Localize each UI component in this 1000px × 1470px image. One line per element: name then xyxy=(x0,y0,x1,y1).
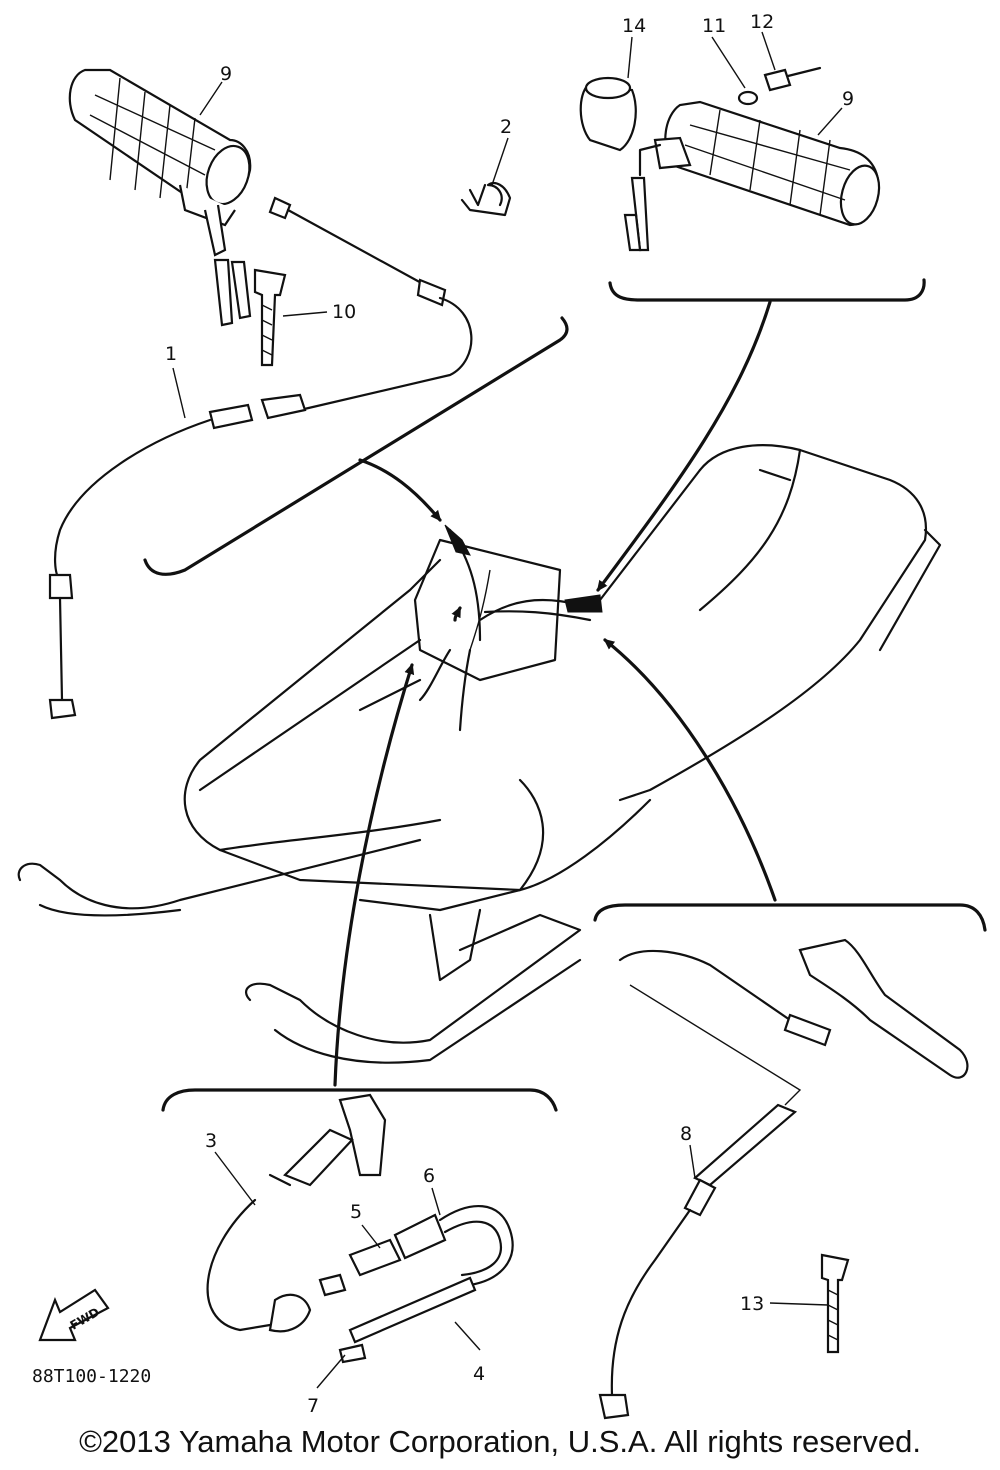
grip-right-part xyxy=(579,66,881,252)
label-part-5: 5 xyxy=(350,1201,362,1223)
leader-lines xyxy=(172,31,843,1389)
label-part-14: 14 xyxy=(622,15,646,37)
snowmobile-illustration xyxy=(17,444,942,1064)
label-part-7: 7 xyxy=(307,1395,319,1417)
label-part-2: 2 xyxy=(500,116,512,138)
label-part-9-left: 9 xyxy=(220,63,232,85)
cable-tie-part xyxy=(253,268,287,367)
choke-cable-part xyxy=(206,1093,514,1364)
pointer-arrows xyxy=(333,300,777,1087)
grip-left-part xyxy=(68,68,252,327)
label-part-13: 13 xyxy=(740,1293,764,1315)
label-part-12: 12 xyxy=(750,11,774,33)
label-part-8: 8 xyxy=(680,1123,692,1145)
figure-code: 88T100-1220 xyxy=(32,1366,151,1387)
cable-tie-small-part xyxy=(820,1253,850,1354)
label-part-6: 6 xyxy=(423,1165,435,1187)
label-part-11: 11 xyxy=(702,15,726,37)
copyright-notice: ©2013 Yamaha Motor Corporation, U.S.A. A… xyxy=(79,1424,921,1459)
label-part-10: 10 xyxy=(332,301,356,323)
callout-brackets xyxy=(143,278,987,1112)
label-part-1: 1 xyxy=(165,343,177,365)
cable-clip-part xyxy=(460,182,512,217)
fwd-arrow: FWD xyxy=(38,1288,110,1342)
brake-cable-part xyxy=(598,938,969,1420)
label-part-3: 3 xyxy=(205,1130,217,1152)
throttle-cable-part xyxy=(48,196,473,720)
label-part-9-right: 9 xyxy=(842,88,854,110)
label-part-4: 4 xyxy=(473,1363,485,1385)
part-labels: 1 2 3 4 5 6 7 8 9 9 10 11 12 13 14 88T10… xyxy=(32,11,854,1417)
